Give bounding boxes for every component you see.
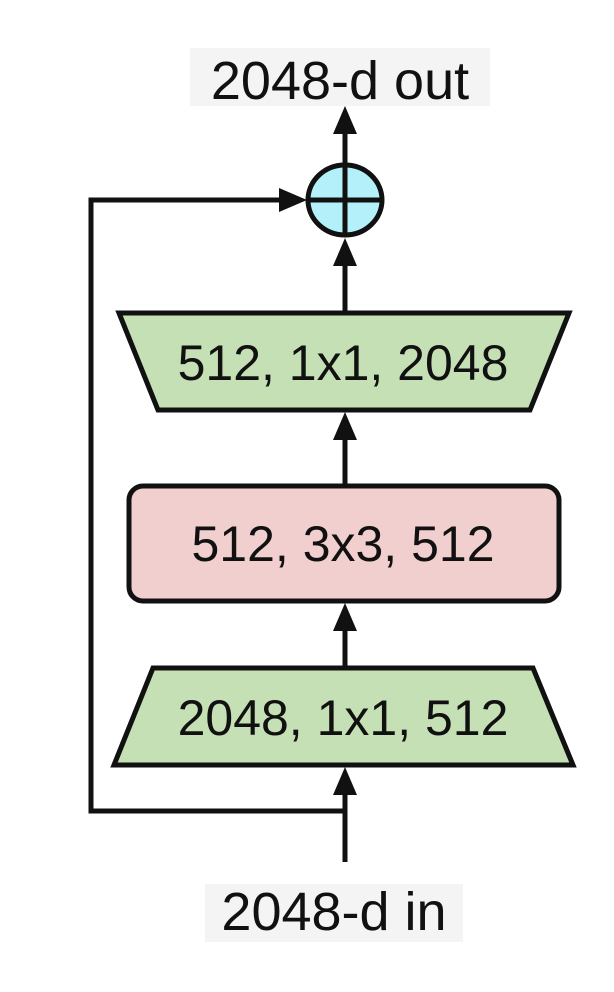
arrowhead-skip: [279, 188, 307, 212]
layer-3x3-shape: [126, 483, 562, 604]
arrowhead-layer3: [333, 767, 357, 795]
input-label: 2048-d in: [221, 882, 446, 942]
arrowhead-layer1: [333, 412, 357, 440]
layer-1x1-expand-shape: [115, 310, 573, 413]
layer-1x1-reduce: 2048, 1x1, 512: [110, 665, 577, 768]
input-label-background: [205, 884, 463, 942]
layer-1x1-expand: 512, 1x1, 2048: [115, 310, 573, 413]
arrowhead-output: [333, 106, 357, 134]
layer-3x3: 512, 3x3, 512: [126, 483, 562, 604]
layer-1x1-expand-label: 512, 1x1, 2048: [178, 335, 509, 391]
arrowhead-layer2: [333, 603, 357, 631]
sum-node: [305, 162, 385, 238]
skip-connection: [88, 197, 345, 814]
output-label-background: [190, 48, 490, 106]
layer-1x1-reduce-shape: [110, 665, 577, 768]
layer-3x3-label: 512, 3x3, 512: [191, 516, 494, 572]
output-label: 2048-d out: [211, 51, 469, 111]
arrowhead-sum: [333, 238, 357, 266]
layer-1x1-reduce-label: 2048, 1x1, 512: [178, 690, 509, 746]
